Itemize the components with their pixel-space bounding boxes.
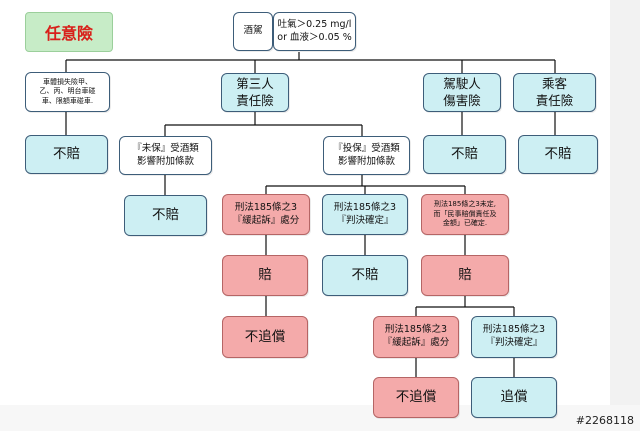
civil-settled-line-2: 而「民事賠償責任及 — [433, 209, 497, 218]
conviction-2-line-1: 刑法185條之3 — [482, 324, 546, 336]
not-insured-rider-box: 『未保』受酒類 影響附加條款 — [119, 136, 212, 175]
passenger-line-2: 責任險 — [535, 92, 574, 108]
vehicle-loss-line-2: 乙、丙、明台車碰 — [39, 87, 96, 96]
no-pay-driver-box: 不賠 — [423, 135, 506, 174]
passenger-line-1: 乘客 — [541, 75, 567, 91]
civil-settled-line-3: 金額」已確定. — [442, 219, 488, 228]
pay-box-1: 賠 — [222, 255, 308, 296]
deferred-prosecution-2-line-1: 刑法185條之3 — [384, 324, 448, 336]
insured-rider-box: 『投保』受酒類 影響附加條款 — [323, 136, 410, 175]
conviction-1-line-1: 刑法185條之3 — [333, 201, 397, 213]
third-party-line-1: 第三人 — [236, 75, 274, 91]
no-pay-vehicle-box: 不賠 — [25, 135, 108, 174]
third-party-line-2: 責任險 — [236, 92, 274, 108]
driver-injury-line-2: 傷害險 — [443, 92, 481, 108]
no-pay-passenger-box: 不賠 — [518, 135, 598, 174]
insured-line-2: 影響附加條款 — [337, 155, 395, 167]
diagram-title: 任意險 — [25, 12, 113, 52]
dui-criteria-box: 吐氣＞0.25 mg/l or 血液＞0.05 % — [273, 12, 356, 51]
conviction-box-1: 刑法185條之3 『判決確定』 — [322, 194, 408, 235]
conviction-1-line-2: 『判決確定』 — [336, 214, 394, 226]
no-recourse-box-1: 不追償 — [222, 316, 308, 358]
recourse-box: 追償 — [471, 377, 557, 418]
deferred-prosecution-1-line-1: 刑法185條之3 — [234, 201, 298, 213]
dui-criteria-blood: or 血液＞0.05 % — [277, 31, 352, 43]
passenger-liability-box: 乘客 責任險 — [513, 73, 596, 112]
watermark-id: #2268118 — [575, 414, 634, 427]
civil-settled-box: 刑法185條之3未定, 而「民事賠償責任及 金額」已確定. — [421, 194, 509, 235]
pay-box-2: 賠 — [421, 255, 509, 296]
no-pay-conviction-box: 不賠 — [322, 255, 408, 296]
right-margin-band — [610, 0, 640, 431]
conviction-box-2: 刑法185條之3 『判決確定』 — [471, 316, 557, 358]
no-recourse-box-2: 不追償 — [373, 377, 459, 418]
insured-line-1: 『投保』受酒類 — [333, 142, 400, 154]
vehicle-loss-box: 車體損失險甲、 乙、丙、明台車碰 車、限額車碰車. — [25, 72, 110, 112]
third-party-liability-box: 第三人 責任險 — [221, 73, 289, 112]
driver-injury-line-1: 駕駛人 — [443, 75, 481, 91]
no-pay-not-insured-box: 不賠 — [124, 195, 207, 236]
vehicle-loss-line-1: 車體損失險甲、 — [43, 77, 92, 86]
civil-settled-line-1: 刑法185條之3未定, — [433, 200, 497, 209]
conviction-2-line-2: 『判決確定』 — [485, 337, 543, 348]
deferred-prosecution-1-line-2: 『緩起訴』處分 — [232, 214, 300, 226]
deferred-prosecution-2-line-2: 『緩起訴』處分 — [382, 337, 450, 348]
not-insured-line-1: 『未保』受酒類 — [132, 142, 199, 154]
deferred-prosecution-box-1: 刑法185條之3 『緩起訴』處分 — [222, 194, 310, 235]
not-insured-line-2: 影響附加條款 — [136, 155, 194, 167]
driver-injury-box: 駕駛人 傷害險 — [423, 73, 501, 112]
dui-label-box: 酒駕 — [233, 12, 273, 51]
dui-criteria-breath: 吐氣＞0.25 mg/l — [277, 18, 352, 30]
vehicle-loss-line-3: 車、限額車碰車. — [41, 96, 94, 105]
deferred-prosecution-box-2: 刑法185條之3 『緩起訴』處分 — [373, 316, 459, 358]
